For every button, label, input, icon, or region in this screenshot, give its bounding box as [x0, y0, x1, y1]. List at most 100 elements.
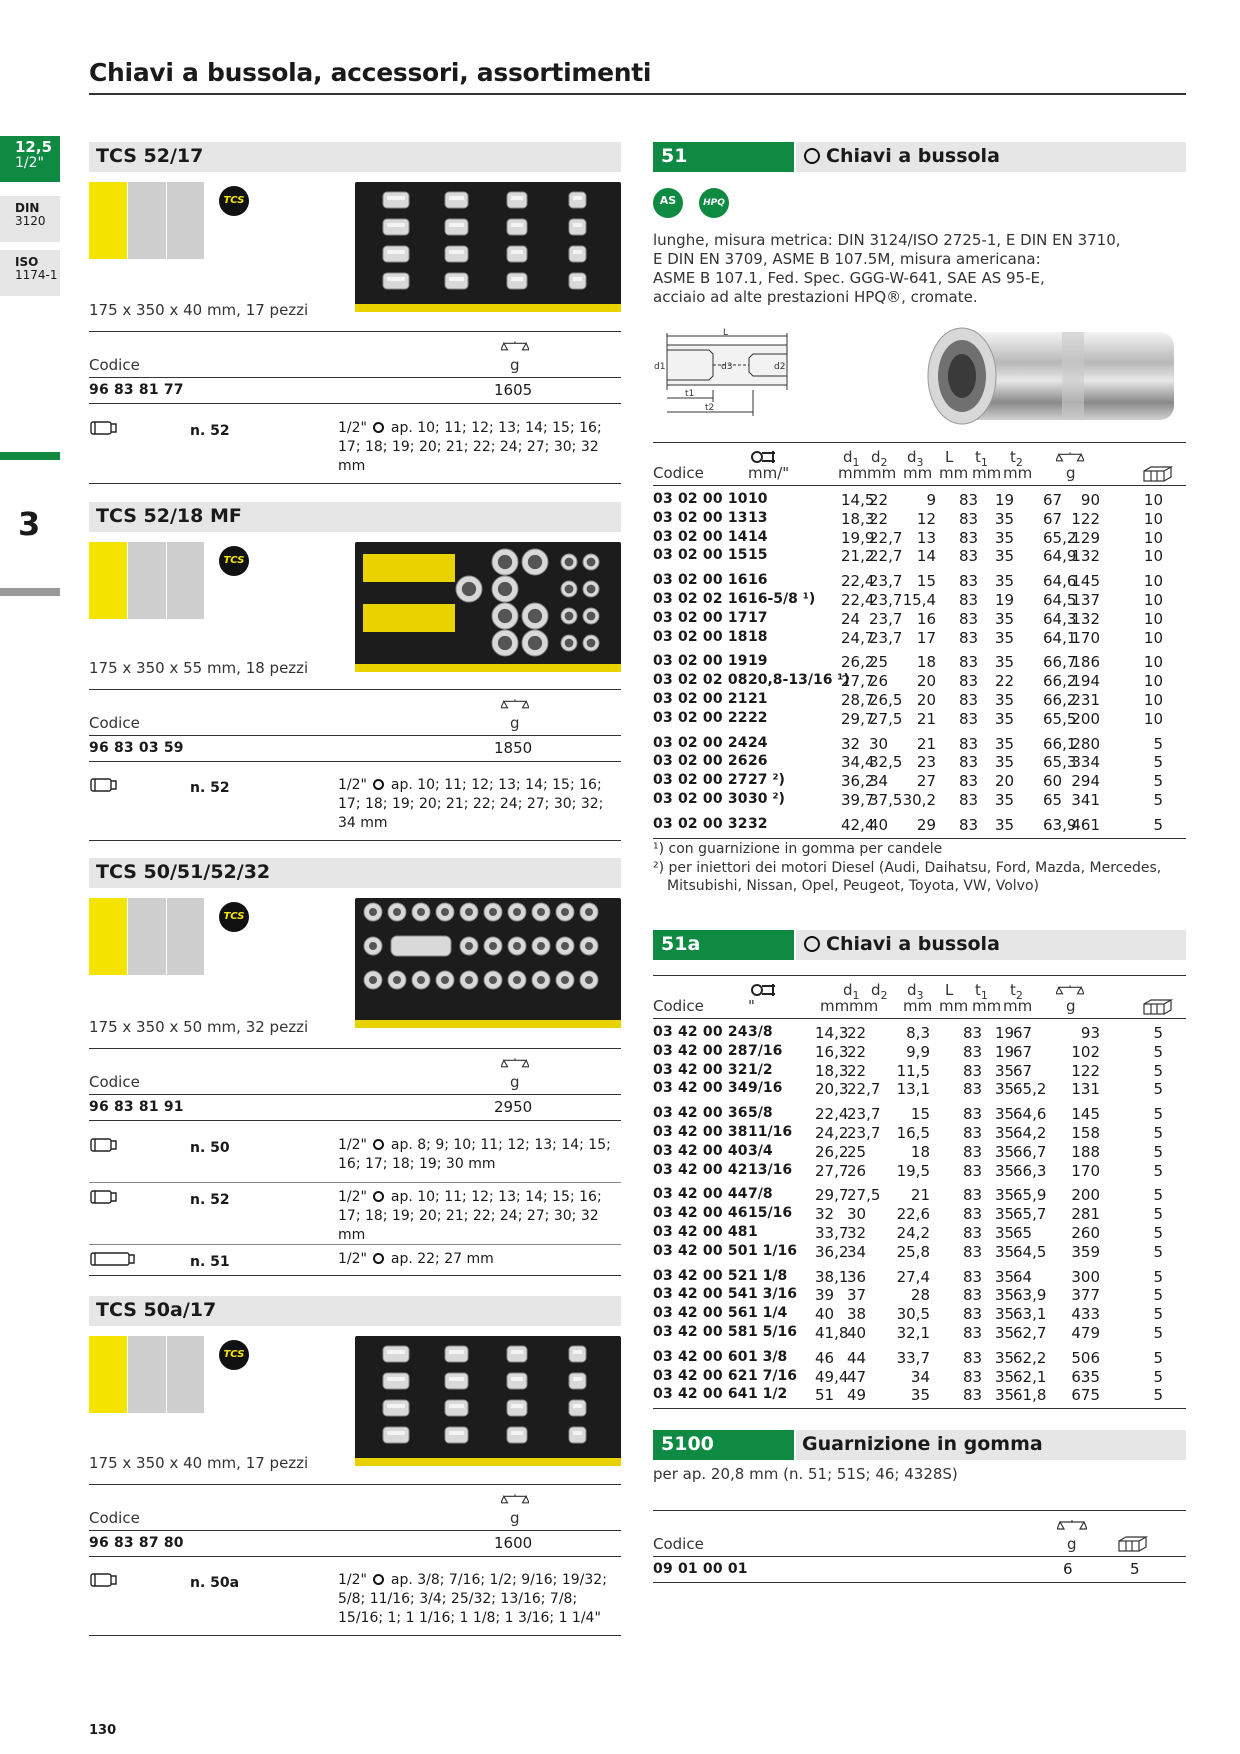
size-value: 27 ²)	[748, 772, 785, 789]
t2-value: 66,3	[1013, 1161, 1047, 1180]
socket-icon	[89, 1571, 119, 1593]
table-rule	[89, 1556, 621, 1557]
d2-value: 22,7	[847, 1080, 881, 1099]
d2-value: 22,7	[869, 528, 903, 547]
section-5100-title: Guarnizione in gomma	[796, 1430, 1186, 1460]
d2-value: 23,7	[869, 609, 903, 628]
t1-header: t1	[975, 448, 988, 469]
set-name: TCS 50a/17	[89, 1296, 621, 1326]
d3-value: 27	[916, 772, 936, 791]
d1-value: 36,2	[841, 772, 875, 791]
t2-value: 65,2	[1043, 528, 1077, 547]
pack-value: 10	[1143, 572, 1163, 591]
as-drive-badge-icon: AS	[653, 188, 683, 218]
size-value: 7/8	[748, 1186, 773, 1203]
set-dimensions: 175 x 350 x 40 mm, 17 pezzi	[89, 1454, 309, 1472]
pack-value: 5	[1153, 772, 1163, 791]
t1-value: 35	[995, 1324, 1015, 1342]
size-value: 21	[748, 691, 768, 707]
table-rule	[89, 1275, 621, 1276]
L-value: 83	[959, 772, 979, 791]
section-51-description: lunghe, misura metrica: DIN 3124/ISO 272…	[653, 231, 1121, 307]
drive-size-tab[interactable]: 12,5 1/2"	[0, 136, 60, 182]
iso-tab[interactable]: ISO 1174-1	[0, 250, 60, 296]
t2-value: 64,2	[1013, 1124, 1047, 1142]
pack-value: 5	[1153, 1286, 1163, 1305]
product-code: 03 42 00 54	[653, 1286, 748, 1303]
size-value: 15	[748, 547, 768, 564]
scale-icon	[501, 1494, 529, 1504]
L-value: 83	[959, 709, 979, 728]
t2-value: 65,9	[1013, 1186, 1047, 1205]
weight-value: 433	[1071, 1305, 1100, 1324]
din-tab[interactable]: DIN 3120	[0, 196, 60, 242]
d2-value: 32,5	[869, 753, 903, 772]
product-code: 03 02 00 16	[653, 572, 748, 589]
desc-line: E DIN EN 3709, ASME B 107.5M, misura ame…	[653, 250, 1041, 268]
ring-socket-icon	[373, 1574, 385, 1585]
pack-value: 5	[1153, 1324, 1163, 1342]
L-value: 83	[959, 691, 979, 709]
d3-value: 14	[916, 547, 936, 566]
t2-header-letter: t	[1010, 448, 1016, 466]
component-number: n. 50a	[190, 1575, 240, 1591]
d1-value: 49,4	[815, 1367, 849, 1386]
table-rule	[89, 1048, 621, 1049]
d2-header-index: 2	[880, 456, 888, 469]
d1-value: 34,4	[841, 753, 875, 772]
pack-value: 5	[1153, 1024, 1163, 1042]
color-swatch	[89, 1336, 127, 1413]
table-rule	[89, 1094, 621, 1095]
weight-header: g	[510, 356, 520, 374]
weight-value: 129	[1071, 528, 1100, 547]
L-value: 83	[963, 1367, 983, 1386]
d3-value: 30,5	[896, 1305, 930, 1324]
page-title: Chiavi a bussola, accessori, assortiment…	[89, 58, 652, 87]
weight-value: 137	[1071, 591, 1100, 609]
size-value: 16-5/8 ¹)	[748, 591, 816, 607]
set-code: 96 83 81 91	[89, 1099, 184, 1115]
L-value: 83	[959, 815, 979, 834]
ring-socket-icon	[373, 1139, 385, 1150]
t1-value: 22	[995, 672, 1015, 691]
weight-header: g	[1066, 464, 1076, 482]
weight-value: 186	[1071, 653, 1100, 672]
product-code: 03 42 00 48	[653, 1224, 748, 1240]
drive-size: 1/2"	[338, 420, 372, 436]
mm-header: mm	[939, 997, 969, 1015]
weight-value: 170	[1071, 1161, 1100, 1180]
t1-value: 35	[995, 753, 1015, 772]
size-value: 7/16	[748, 1042, 783, 1059]
weight-value: 122	[1071, 1061, 1100, 1080]
d3-value: 21	[916, 734, 936, 753]
size-value: 1 3/8	[748, 1348, 788, 1365]
L-value: 83	[959, 591, 979, 609]
pack-value: 5	[1153, 1161, 1163, 1180]
size-value: 15/16	[748, 1205, 793, 1222]
d1-value: 42,4	[841, 815, 875, 834]
t1-header: t1	[975, 981, 988, 1002]
hpq-badge-icon: HPQ	[699, 188, 729, 218]
d3-value: 8,3	[906, 1024, 930, 1042]
pack-value: 5	[1130, 1560, 1140, 1578]
tray-strip	[355, 1020, 621, 1028]
product-code: 03 02 00 10	[653, 491, 748, 507]
d2-value: 23,7	[847, 1105, 881, 1124]
d1-value: 22,4	[841, 591, 875, 609]
d2-value: 37	[847, 1286, 867, 1305]
color-swatch	[167, 182, 204, 259]
d3-value: 16,5	[896, 1124, 930, 1142]
t1-value: 35	[995, 1367, 1015, 1386]
d1-value: 40	[815, 1305, 835, 1324]
weight-header: g	[1067, 1535, 1077, 1553]
tray-sockets-graphic	[382, 191, 587, 290]
size-value: 9/16	[748, 1080, 783, 1097]
d3-value: 24,2	[896, 1224, 930, 1242]
d1-value: 32	[815, 1205, 835, 1224]
t1-value: 35	[995, 1286, 1015, 1305]
drive-size-mm: 12,5	[15, 138, 53, 156]
weight-value: 158	[1071, 1124, 1100, 1142]
wrench-size-icon	[751, 984, 775, 996]
L-value: 83	[963, 1042, 983, 1061]
t1-value: 35	[995, 528, 1015, 547]
